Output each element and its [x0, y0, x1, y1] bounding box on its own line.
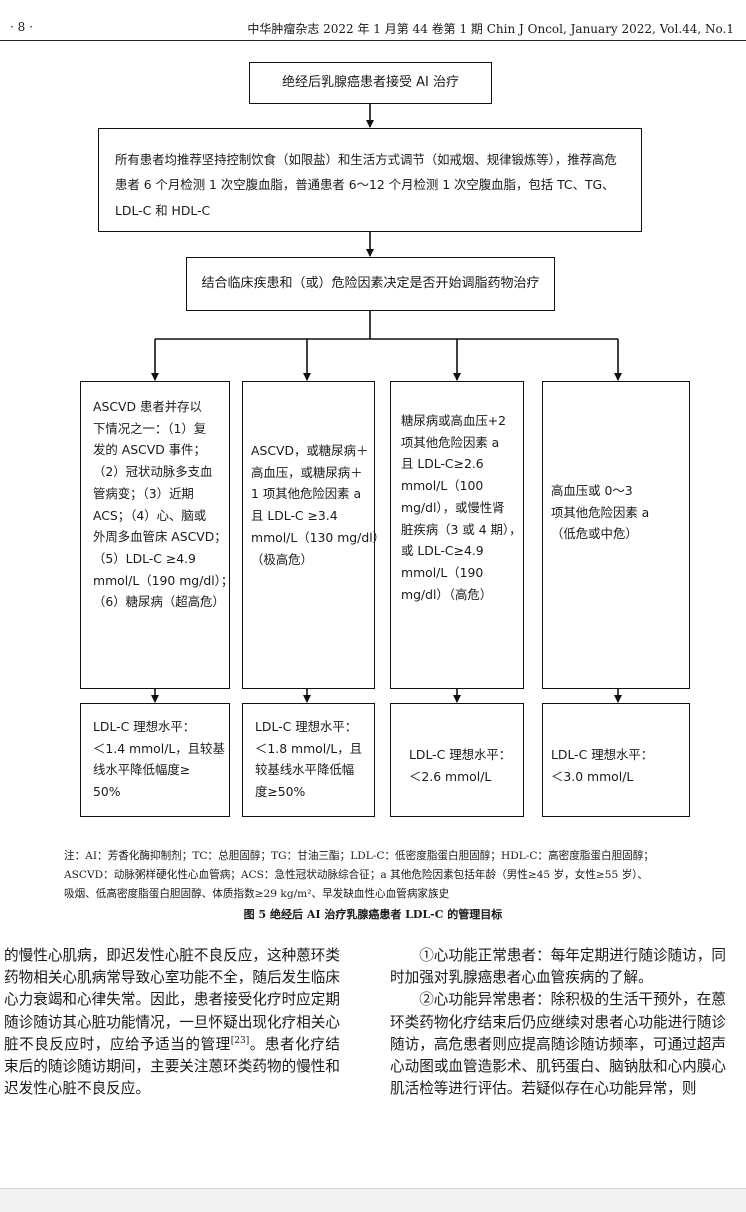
figure-note: ASCVD：动脉粥样硬化性心血管病；ACS：急性冠状动脉综合征；a 其他危险因素…	[64, 869, 649, 881]
header-rule	[0, 40, 746, 41]
flow-box-decision: 结合临床疾患和（或）危险因素决定是否开始调脂药物治疗	[186, 257, 555, 311]
criteria-box-very-high-risk: ASCVD，或糖尿病＋ 高血压，或糖尿病＋ 1 项其他危险因素 a 且 LDL-…	[242, 381, 386, 689]
body-column-right: ①心功能正常患者：每年定期进行随诊随访，同时加强对乳腺癌患者心血管疾病的了解。 …	[390, 945, 726, 1100]
body-text: 。患者化疗结束后的随诊随访期间，主要关注蒽环类药物的慢性和迟发性心脏不良反应。	[4, 1035, 340, 1098]
criteria-line: mg/dl）（高危）	[401, 586, 493, 602]
criteria-line: mg/dl），或慢性肾	[401, 499, 505, 515]
criteria-line: 糖尿病或高血压+2	[401, 413, 506, 428]
criteria-line: 外周多血管床 ASCVD；	[93, 529, 227, 545]
criteria-line: mmol/L（190 mg/dl）；	[93, 572, 234, 588]
criteria-line: ACS；（4）心、脑或	[93, 507, 207, 523]
target-line: ＜3.0 mmol/L	[551, 768, 634, 784]
target-line: 较基线水平降低幅	[255, 762, 355, 778]
criteria-line: 下情况之一：（1）复	[93, 420, 207, 436]
body-paragraph: ①心功能正常患者：每年定期进行随诊随访，同时加强对乳腺癌患者心血管疾病的了解。	[390, 947, 726, 987]
criteria-line: mmol/L（190	[401, 564, 484, 580]
criteria-line: 高血压或 0～3	[551, 483, 633, 498]
criteria-line: （2）冠状动脉多支血	[93, 464, 213, 480]
target-box-1: LDL-C 理想水平： ＜1.4 mmol/L，且较基 线水平降低幅度≥ 50%	[80, 703, 230, 817]
criteria-line: mmol/L（130 mg/dl）	[251, 529, 386, 545]
criteria-line: （5）LDL-C ≥4.9	[93, 550, 196, 566]
target-box-3: LDL-C 理想水平： ＜2.6 mmol/L	[390, 703, 524, 817]
figure-note: 注：AI：芳香化酶抑制剂；TC：总胆固醇；TG：甘油三酯；LDL-C：低密度脂蛋…	[64, 850, 654, 862]
criteria-box-very-high-risk-extreme: ASCVD 患者并存以 下情况之一：（1）复 发的 ASCVD 事件； （2）冠…	[80, 381, 234, 689]
citation-ref[interactable]: [23]	[230, 1035, 250, 1046]
criteria-line: 脏疾病（3 或 4 期），	[401, 521, 522, 537]
criteria-line: 且 LDL-C≥2.6	[401, 456, 484, 472]
criteria-line: 管病变；（3）近期	[93, 485, 194, 501]
journal-header: 中华肿瘤杂志 2022 年 1 月第 44 卷第 1 期 Chin J Onco…	[247, 22, 734, 36]
body-column-left: 的慢性心肌病，即迟发性心脏不良反应，这种蒽环类药物相关心肌病常导致心室功能不全，…	[4, 945, 340, 1100]
criteria-line: 项其他危险因素 a	[551, 504, 650, 520]
criteria-line: 且 LDL-C ≥3.4	[251, 508, 338, 524]
target-box-4: LDL-C 理想水平： ＜3.0 mmol/L	[542, 703, 690, 817]
criteria-line: 项其他危险因素 a	[401, 434, 500, 450]
criteria-line: ASCVD，或糖尿病＋	[251, 443, 369, 458]
target-line: LDL-C 理想水平：	[93, 719, 196, 734]
criteria-line: ASCVD 患者并存以	[93, 399, 202, 414]
criteria-line: （极高危）	[251, 551, 313, 567]
target-line: 线水平降低幅度≥	[93, 762, 191, 778]
criteria-line: （低危或中危）	[551, 526, 638, 542]
criteria-box-low-moderate-risk: 高血压或 0～3 项其他危险因素 a （低危或中危）	[542, 381, 690, 689]
criteria-line: 高血压，或糖尿病＋	[251, 464, 363, 480]
criteria-line: mmol/L（100	[401, 478, 484, 494]
target-line: 度≥50%	[255, 784, 306, 800]
target-line: ＜2.6 mmol/L	[409, 768, 492, 784]
flow-box-lifestyle: 所有患者均推荐坚持控制饮食（如限盐）和生活方式调节（如戒烟、规律锻炼等），推荐高…	[98, 128, 642, 232]
criteria-line: 或 LDL-C≥4.9	[401, 543, 484, 559]
target-line: ＜1.4 mmol/L，且较基	[93, 740, 225, 756]
criteria-line: 1 项其他危险因素 a	[251, 486, 362, 502]
body-paragraph: ②心功能异常患者：除积极的生活干预外，在蒽环类药物化疗结束后仍应继续对患者心功能…	[390, 991, 726, 1098]
target-line: LDL-C 理想水平：	[551, 747, 654, 762]
figure-note: 吸烟、低高密度脂蛋白胆固醇、体质指数≥29 kg/m²、早发缺血性心血管病家族史	[64, 888, 450, 900]
figure-caption: 图 5 绝经后 AI 治疗乳腺癌患者 LDL-C 的管理目标	[243, 908, 503, 921]
body-text: 的慢性心肌病，即迟发性心脏不良反应，这种蒽环类药物相关心肌病常导致心室功能不全，…	[4, 947, 340, 1053]
target-box-2: LDL-C 理想水平： ＜1.8 mmol/L，且 较基线水平降低幅 度≥50%	[242, 703, 375, 817]
criteria-box-high-risk: 糖尿病或高血压+2 项其他危险因素 a 且 LDL-C≥2.6 mmol/L（1…	[390, 381, 524, 689]
target-line: 50%	[93, 784, 121, 800]
target-line: ＜1.8 mmol/L，且	[255, 740, 363, 756]
target-line: LDL-C 理想水平：	[255, 719, 358, 734]
viewer-bottom-bar	[0, 1188, 746, 1212]
flow-box-start: 绝经后乳腺癌患者接受 AI 治疗	[249, 62, 492, 104]
body-paragraph: 的慢性心肌病，即迟发性心脏不良反应，这种蒽环类药物相关心肌病常导致心室功能不全，…	[4, 945, 340, 1100]
criteria-line: （6）糖尿病（超高危）	[93, 594, 225, 610]
page-number: · 8 ·	[10, 20, 33, 34]
target-line: LDL-C 理想水平：	[409, 747, 512, 762]
criteria-line: 发的 ASCVD 事件；	[93, 442, 206, 458]
